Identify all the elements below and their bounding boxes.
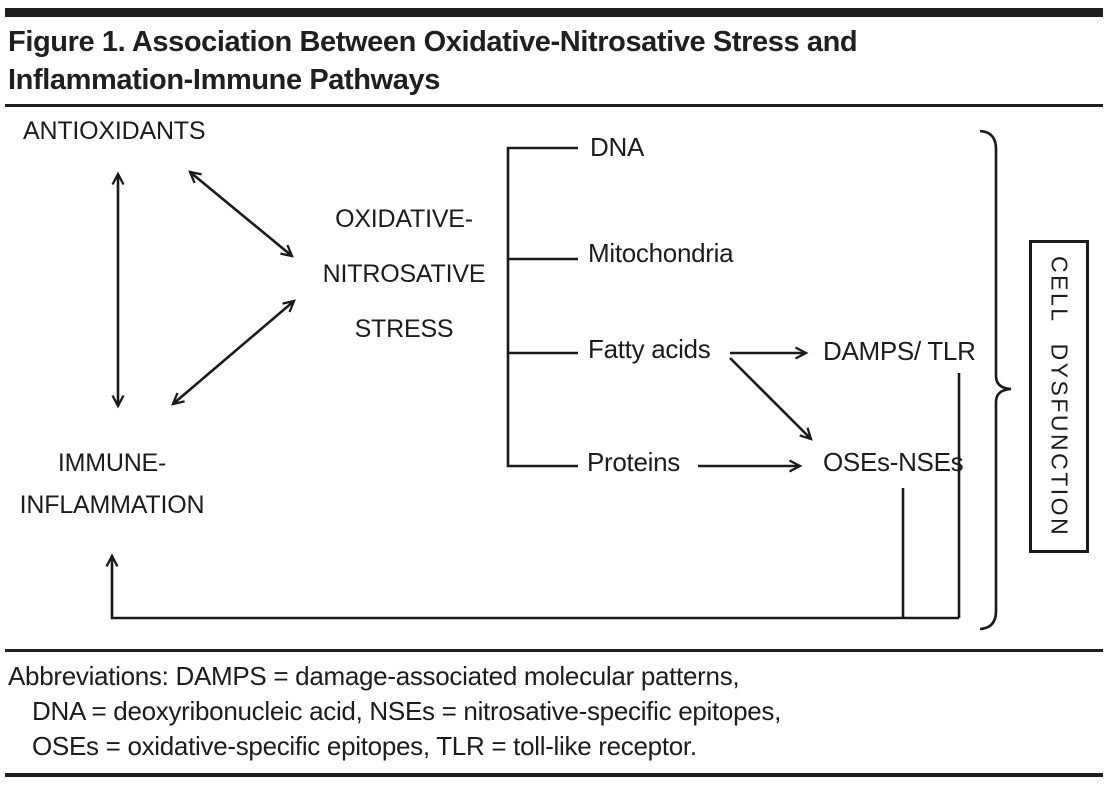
- fatty-acids-oses-arrow: [729, 357, 813, 441]
- abbreviations-divider-rule: [5, 649, 1103, 652]
- cell-dysfunction-box: CELL DYSFUNCTION: [1029, 240, 1089, 553]
- antioxidants-label: ANTIOXIDANTS: [23, 117, 206, 145]
- abbreviation-line2: DNA = deoxyribonucleic acid, NSEs = nitr…: [32, 696, 782, 726]
- antioxidants-stress-double-arrow: [188, 170, 294, 258]
- ons-line3: STRESS: [354, 315, 454, 343]
- bottom-rule: [5, 773, 1103, 777]
- figure-title: Figure 1. Association Between Oxidative-…: [8, 23, 1103, 99]
- damps-tlr-label: DAMPS/ TLR: [823, 336, 976, 366]
- cell-dysfunction-brace: [979, 129, 1012, 631]
- abbreviation-line3: OSEs = oxidative-specific epitopes, TLR …: [32, 731, 697, 761]
- oses-nses-label: OSEs-NSEs: [823, 447, 964, 477]
- abbreviation-line1: Abbreviations: DAMPS = damage-associated…: [8, 661, 740, 691]
- figure-title-line1: Figure 1. Association Between Oxidative-…: [8, 26, 858, 58]
- top-rule-bar: [5, 8, 1103, 17]
- figure-title-line2: Inflammation-Immune Pathways: [8, 64, 440, 96]
- fatty-acids-label: Fatty acids: [588, 334, 711, 364]
- stress-targets-bracket: [506, 146, 578, 468]
- feedback-to-immune-arrow: [105, 553, 959, 620]
- proteins-label: Proteins: [587, 447, 680, 477]
- immune-line1: IMMUNE-: [57, 449, 167, 477]
- dna-label: DNA: [590, 132, 644, 162]
- ons-line2: NITROSATIVE: [322, 260, 486, 288]
- oxidative-nitrosative-stress-label: OXIDATIVE- NITROSATIVE STRESS: [304, 192, 504, 357]
- abbreviations-footnote: Abbreviations: DAMPS = damage-associated…: [8, 659, 1008, 764]
- cell-dysfunction-label: CELL DYSFUNCTION: [1046, 255, 1073, 538]
- immune-inflammation-label: IMMUNE- INFLAMMATION: [12, 442, 212, 526]
- immune-line2: INFLAMMATION: [19, 491, 205, 519]
- ons-line1: OXIDATIVE-: [335, 205, 473, 233]
- immune-stress-double-arrow: [171, 299, 296, 406]
- mitochondria-label: Mitochondria: [588, 238, 734, 268]
- title-divider-rule: [5, 104, 1103, 107]
